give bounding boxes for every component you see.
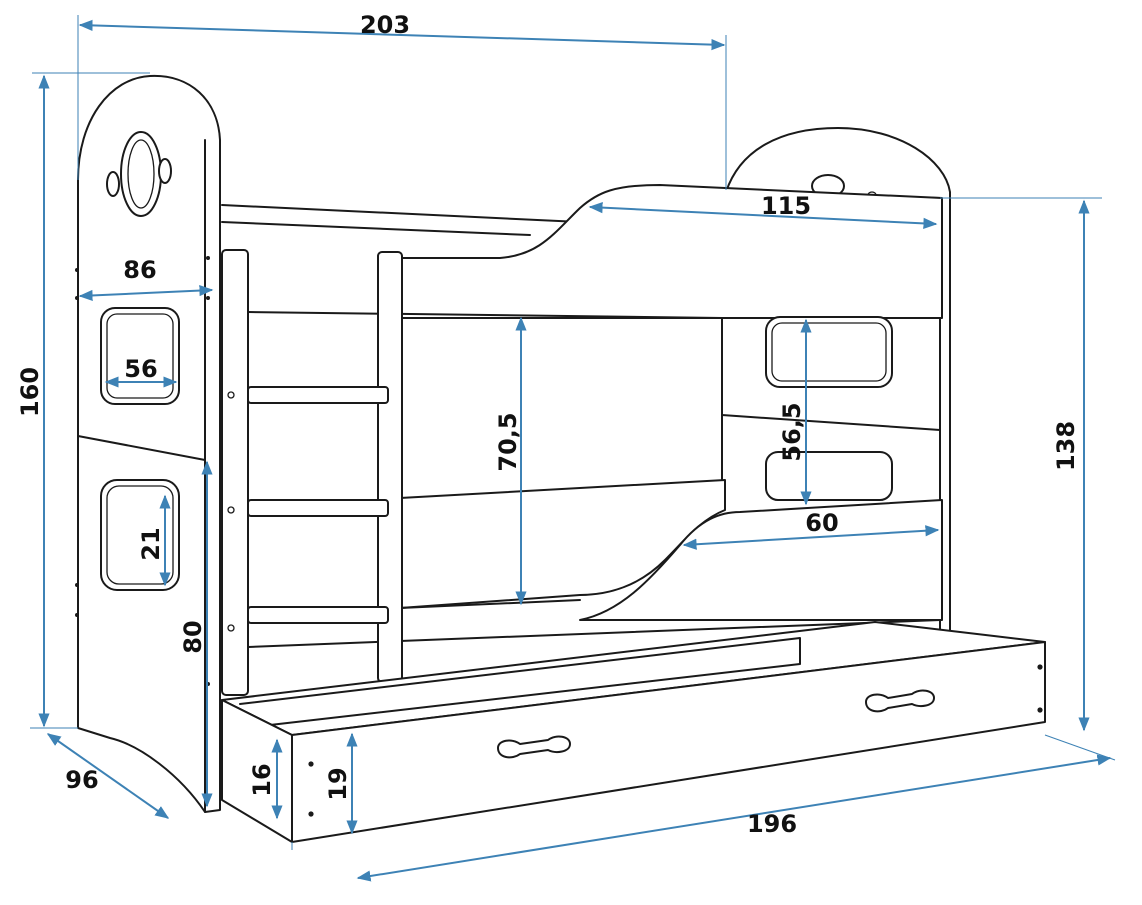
- ladder-step-1: [247, 386, 389, 404]
- label-right-height: 138: [1052, 421, 1080, 471]
- label-depth: 96: [65, 766, 98, 794]
- label-upper-opening: 115: [761, 192, 811, 220]
- label-overall-length: 203: [360, 11, 410, 39]
- label-drawer-inner-height: 16: [248, 763, 276, 796]
- label-overall-height: 160: [16, 367, 44, 417]
- label-drawer-front-height: 19: [324, 767, 352, 800]
- label-height-between-beds: 70,5: [494, 412, 522, 471]
- drawer: [221, 621, 1046, 843]
- ladder: [221, 249, 403, 696]
- dim-line-lower-opening: [682, 525, 940, 550]
- upper-back-rail: [221, 204, 581, 236]
- label-rail-height: 56,5: [778, 402, 806, 461]
- dim-line-depth: [46, 733, 170, 819]
- dim-line-end-panel-width: [78, 284, 214, 302]
- label-end-panel-width: 86: [123, 256, 156, 284]
- ladder-step-2: [247, 499, 389, 517]
- rear-window-lower: [765, 451, 893, 501]
- ladder-left-post: [221, 249, 249, 696]
- label-window-width: 56: [124, 355, 157, 383]
- dim-line-upper-opening: [588, 202, 938, 229]
- label-lower-bed-height: 80: [179, 620, 207, 653]
- drawer-handle-right: [865, 689, 935, 713]
- ladder-step-3: [247, 606, 389, 624]
- end-panel-porthole: [120, 131, 162, 217]
- lower-back-wall: [721, 317, 941, 481]
- dim-line-overall-length: [78, 19, 726, 51]
- rear-window-upper: [765, 316, 893, 388]
- label-window-height: 21: [137, 527, 165, 560]
- label-lower-opening: 60: [805, 509, 838, 537]
- label-drawer-length: 196: [747, 810, 797, 838]
- bed-outline: [75, 74, 1046, 843]
- upper-guard-rail: [399, 184, 943, 319]
- back-end-panel: [725, 127, 951, 691]
- dimension-lines: [38, 19, 1112, 882]
- lower-guard-rail: [399, 479, 726, 609]
- dimension-labels: 203 115 86 160 56 70,5 56,5 138 21 60 80…: [16, 11, 1080, 838]
- dim-line-drawer-length: [356, 754, 1112, 882]
